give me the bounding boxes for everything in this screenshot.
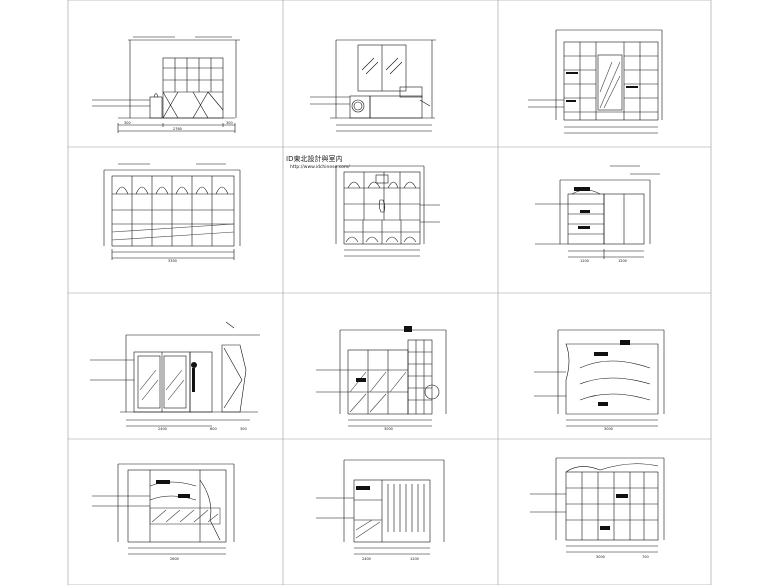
panel-7-dim-1: 2400 <box>158 427 167 431</box>
elevation-panel-12 <box>530 457 665 553</box>
panel-10-dim-1: 2600 <box>170 557 179 561</box>
panel-1-dim-3: 300 <box>226 121 233 125</box>
watermark-title: ID東北設計與室内 <box>286 154 342 163</box>
panel-9-dim-1: 3000 <box>604 427 613 431</box>
elevation-panel-8 <box>316 329 447 427</box>
elevation-panel-5 <box>335 165 440 257</box>
elevation-panel-3 <box>528 29 663 134</box>
elevation-panel-2 <box>310 39 436 132</box>
panel-7-dim-2: 600 <box>210 427 217 431</box>
panel-4-dim-1: 3350 <box>168 259 177 263</box>
panel-7-dim-3: 300 <box>240 427 247 431</box>
elevation-panel-10 <box>92 463 235 555</box>
panel-12-dim-2: 700 <box>642 555 649 559</box>
elevation-panel-7 <box>90 321 260 427</box>
sheet-grid <box>67 0 712 585</box>
elevation-panel-1 <box>92 36 240 133</box>
watermark-url: http://www.idchinese.com/ <box>290 164 350 170</box>
panel-12-dim-1: 3000 <box>596 555 605 559</box>
elevation-panel-11 <box>316 459 445 555</box>
panel-11-dim-1: 2400 <box>362 557 371 561</box>
elevation-panel-6 <box>535 165 660 259</box>
panel-6-dim-1: 1200 <box>580 259 589 263</box>
panel-11-dim-2: 1200 <box>410 557 419 561</box>
panel-8-dim-1: 3000 <box>384 427 393 431</box>
elevation-panel-4 <box>103 163 241 260</box>
panel-1-dim-1: 300 <box>124 121 131 125</box>
panel-1-dim-2: 2760 <box>173 127 182 131</box>
panel-6-dim-2: 1200 <box>618 259 627 263</box>
elevation-panel-9 <box>534 329 665 427</box>
